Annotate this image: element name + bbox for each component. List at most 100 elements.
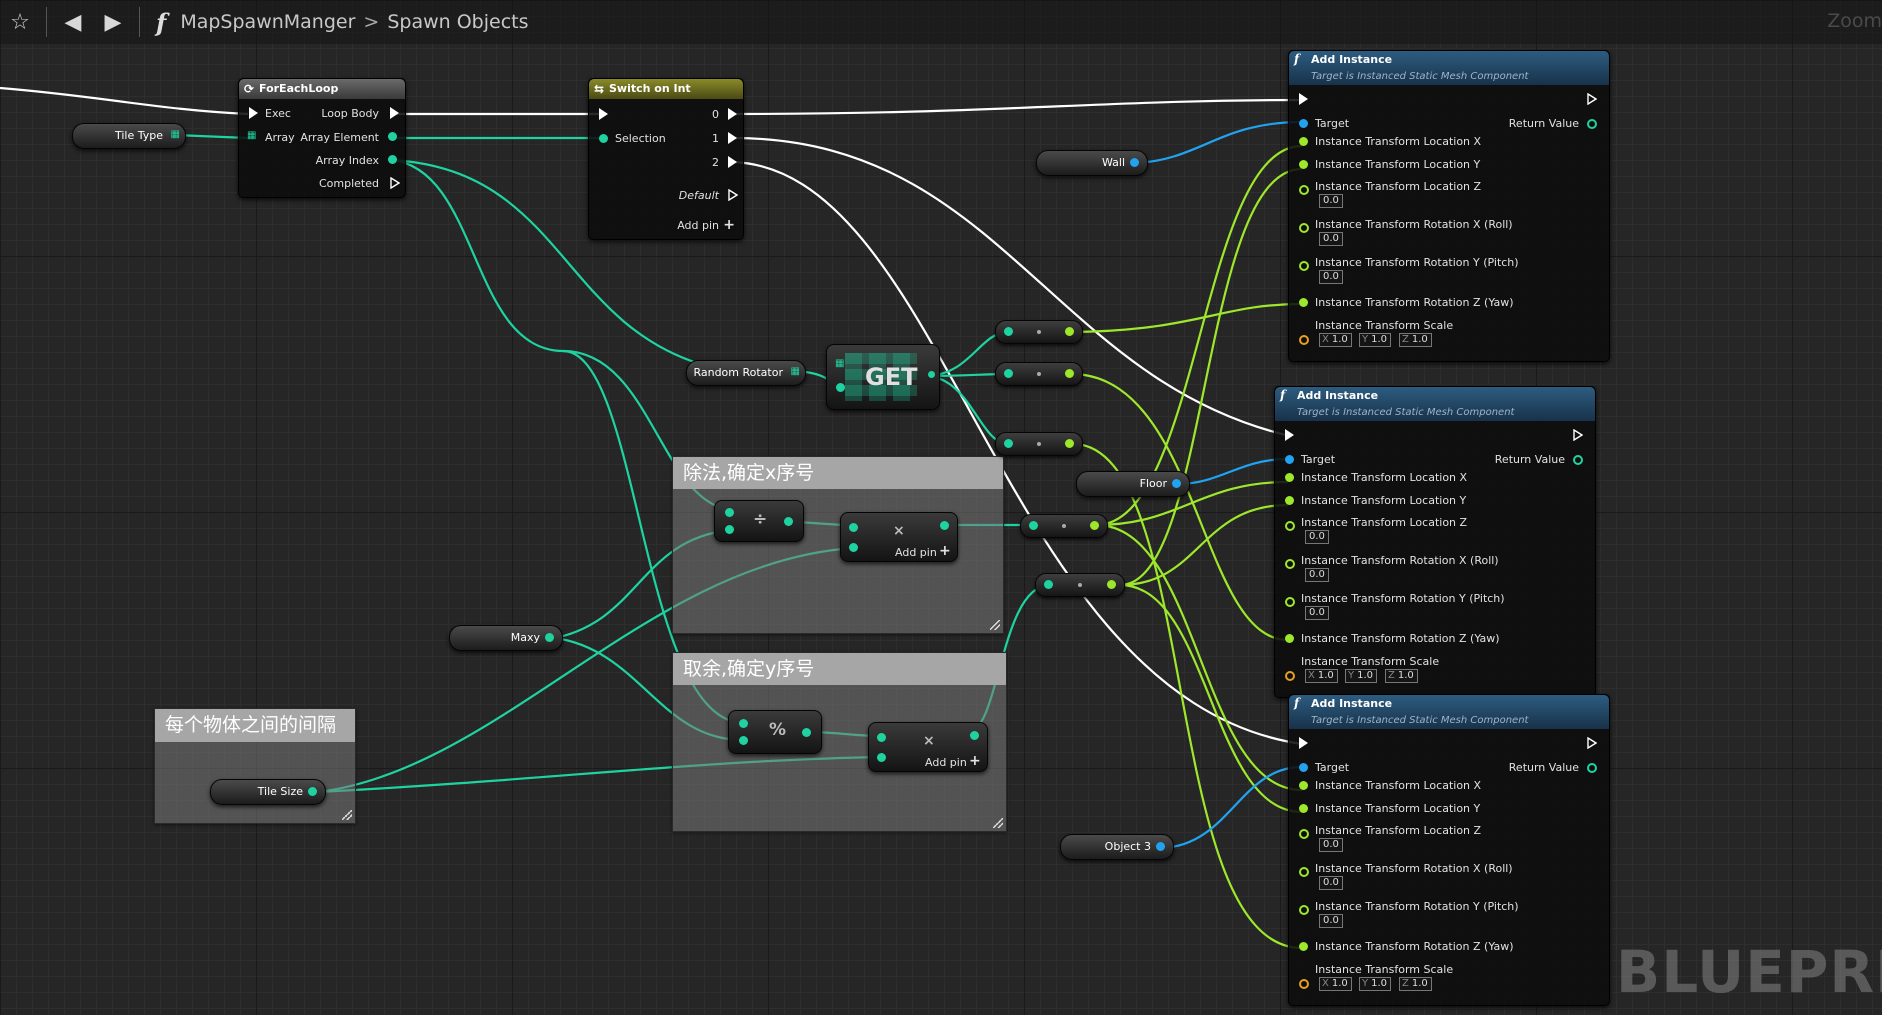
comment-title[interactable]: 除法,确定x序号 bbox=[673, 457, 1003, 489]
exec-input-pin[interactable] bbox=[249, 107, 258, 119]
array-grid-icon[interactable]: ▦ bbox=[170, 129, 181, 140]
float-input-pin[interactable] bbox=[1299, 261, 1309, 271]
float-value-input[interactable]: 0.0 bbox=[1319, 914, 1343, 928]
float-input-pin[interactable] bbox=[1285, 634, 1294, 643]
variable-random-rotator[interactable]: Random Rotator ▦ bbox=[686, 360, 806, 386]
return-value-output-pin[interactable] bbox=[1573, 455, 1583, 465]
node-header[interactable]: ⟳ ForEachLoop bbox=[239, 79, 405, 99]
reroute-node[interactable] bbox=[1020, 514, 1108, 538]
int-output-pin[interactable] bbox=[388, 132, 397, 141]
target-input-pin[interactable] bbox=[1299, 763, 1308, 772]
int-output-pin[interactable] bbox=[784, 517, 793, 526]
float-input-pin[interactable] bbox=[1299, 137, 1308, 146]
float-value-input[interactable]: 0.0 bbox=[1305, 530, 1329, 544]
float-value-input[interactable]: 0.0 bbox=[1305, 606, 1329, 620]
resize-handle-icon[interactable] bbox=[342, 810, 352, 820]
float-input-pin[interactable] bbox=[1299, 223, 1309, 233]
int-input-pin[interactable] bbox=[725, 525, 734, 534]
favorite-star-icon[interactable]: ☆ bbox=[10, 9, 30, 35]
comment-title[interactable]: 每个物体之间的间隔 bbox=[155, 709, 355, 742]
reroute-node[interactable] bbox=[1035, 573, 1125, 597]
float-value-input[interactable]: 0.0 bbox=[1319, 876, 1343, 890]
reroute-node[interactable] bbox=[995, 432, 1083, 456]
variable-object-3[interactable]: Object 3 bbox=[1060, 834, 1174, 860]
comment-spacing[interactable]: 每个物体之间的间隔 bbox=[154, 708, 356, 824]
float-input-pin[interactable] bbox=[1285, 496, 1294, 505]
breadcrumb-root[interactable]: MapSpawnManger bbox=[180, 11, 356, 33]
exec-output-pin[interactable] bbox=[728, 132, 737, 144]
exec-output-pin-hollow[interactable] bbox=[1587, 93, 1597, 105]
foreach-loop-node[interactable]: ⟳ ForEachLoop Exec ▦ Array Loop Body Arr… bbox=[238, 78, 406, 198]
int-output-pin[interactable] bbox=[388, 155, 397, 164]
int-input-pin[interactable] bbox=[599, 134, 608, 143]
int-output-pin[interactable] bbox=[308, 787, 317, 796]
exec-input-pin[interactable] bbox=[1299, 93, 1308, 105]
int-output-pin[interactable] bbox=[802, 728, 811, 737]
exec-output-pin[interactable] bbox=[390, 107, 399, 119]
int-output-pin[interactable] bbox=[940, 521, 949, 530]
reroute-output-pin[interactable] bbox=[1065, 369, 1074, 378]
reroute-input-pin[interactable] bbox=[1044, 580, 1053, 589]
node-header[interactable]: ⇆ Switch on Int bbox=[589, 79, 743, 99]
float-value-input[interactable]: 0.0 bbox=[1319, 194, 1343, 208]
reroute-output-pin[interactable] bbox=[1107, 580, 1116, 589]
reroute-output-pin[interactable] bbox=[1090, 521, 1099, 530]
exec-output-pin[interactable] bbox=[728, 156, 737, 168]
exec-output-pin-hollow[interactable] bbox=[1573, 429, 1583, 441]
int-output-pin[interactable] bbox=[545, 633, 554, 642]
variable-maxy[interactable]: Maxy bbox=[449, 625, 563, 651]
add-pin-button[interactable]: Add pin bbox=[925, 756, 967, 769]
reroute-input-pin[interactable] bbox=[1004, 327, 1013, 336]
exec-input-pin[interactable] bbox=[1285, 429, 1294, 441]
exec-output-pin-hollow[interactable] bbox=[728, 189, 738, 201]
object-output-pin[interactable] bbox=[1172, 479, 1181, 488]
plus-icon[interactable]: + bbox=[969, 753, 981, 769]
comment-title[interactable]: 取余,确定y序号 bbox=[673, 653, 1006, 685]
float-input-pin[interactable] bbox=[1285, 521, 1295, 531]
array-input-pin-icon[interactable]: ▦ bbox=[835, 358, 845, 369]
float-input-pin[interactable] bbox=[1285, 559, 1295, 569]
int-output-pin[interactable] bbox=[970, 731, 979, 740]
float-input-pin[interactable] bbox=[1299, 781, 1308, 790]
int-input-pin[interactable] bbox=[739, 736, 748, 745]
int-input-pin[interactable] bbox=[877, 733, 886, 742]
variable-tile-size[interactable]: Tile Size bbox=[210, 779, 326, 805]
float-input-pin[interactable] bbox=[1299, 335, 1309, 345]
object-output-pin[interactable] bbox=[1156, 842, 1165, 851]
divide-node[interactable]: ÷ bbox=[714, 500, 804, 542]
reroute-output-pin[interactable] bbox=[1065, 439, 1074, 448]
int-input-pin[interactable] bbox=[725, 508, 734, 517]
int-input-pin[interactable] bbox=[877, 753, 886, 762]
multiply-node-y[interactable]: × Add pin + bbox=[868, 722, 988, 772]
array-input-pin-icon[interactable]: ▦ bbox=[247, 130, 257, 141]
exec-output-pin-hollow[interactable] bbox=[390, 177, 400, 189]
target-input-pin[interactable] bbox=[1285, 455, 1294, 464]
float-input-pin[interactable] bbox=[1299, 829, 1309, 839]
array-grid-icon[interactable]: ▦ bbox=[790, 366, 801, 377]
exec-input-pin[interactable] bbox=[599, 108, 608, 120]
int-input-pin[interactable] bbox=[836, 383, 845, 392]
float-input-pin[interactable] bbox=[1285, 597, 1295, 607]
forward-arrow-icon[interactable]: ▶ bbox=[104, 9, 122, 35]
float-input-pin[interactable] bbox=[1299, 979, 1309, 989]
variable-wall[interactable]: Wall bbox=[1036, 150, 1148, 176]
int-input-pin[interactable] bbox=[849, 543, 858, 552]
reroute-node[interactable] bbox=[995, 320, 1083, 344]
float-value-input[interactable]: 0.0 bbox=[1319, 270, 1343, 284]
variable-floor[interactable]: Floor bbox=[1076, 471, 1190, 497]
multiply-node-x[interactable]: × Add pin + bbox=[840, 512, 958, 562]
float-value-input[interactable]: 0.0 bbox=[1319, 232, 1343, 246]
float-input-pin[interactable] bbox=[1285, 473, 1294, 482]
switch-on-int-node[interactable]: ⇆ Switch on Int Selection 0 1 2 Default … bbox=[588, 78, 744, 240]
int-input-pin[interactable] bbox=[739, 719, 748, 728]
